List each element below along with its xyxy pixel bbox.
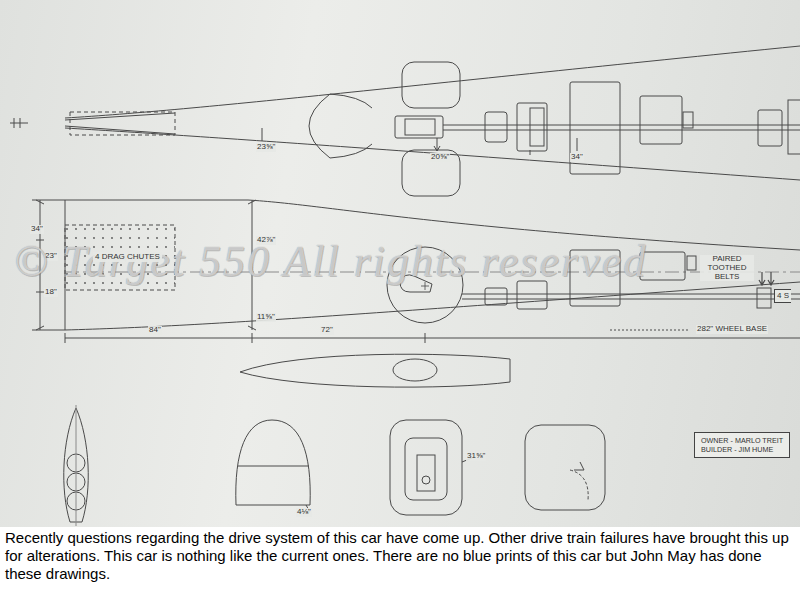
dimension-label: 18"	[44, 288, 58, 297]
drag-chute-pack: 4 DRAG CHUTES	[65, 225, 175, 290]
title-block: OWNER - MARLO TREITBUILDER - JIM HUME	[694, 432, 790, 458]
dimension-label: 11⅝"	[256, 313, 276, 322]
dimension-label: 23⅝"	[256, 143, 276, 152]
note-label: PAIRED TOOTHED BELTS	[700, 255, 754, 281]
dimension-label: 4⅛"	[296, 508, 312, 517]
dimension-label: 34"	[570, 153, 584, 162]
caption-band: Recently questions regarding the drive s…	[0, 527, 800, 600]
node-text: 4 DRAG CHUTES	[93, 252, 162, 262]
dimension-label: 84"	[148, 326, 162, 335]
dimension-label: 282" WHEEL BASE	[696, 325, 768, 334]
caption-text: Recently questions regarding the drive s…	[5, 529, 794, 583]
part-box: 4 S	[774, 289, 791, 303]
dimension-label: 34"	[30, 225, 44, 234]
dimension-label: 20⅝"	[430, 153, 450, 162]
node-text: OWNER - MARLO TREIT	[701, 436, 783, 445]
node-text: BUILDER - JIM HUME	[701, 445, 783, 454]
dimension-label: 72"	[320, 326, 334, 335]
dimension-label: 31⅝"	[466, 452, 486, 461]
node-text: 4 S	[777, 291, 789, 301]
